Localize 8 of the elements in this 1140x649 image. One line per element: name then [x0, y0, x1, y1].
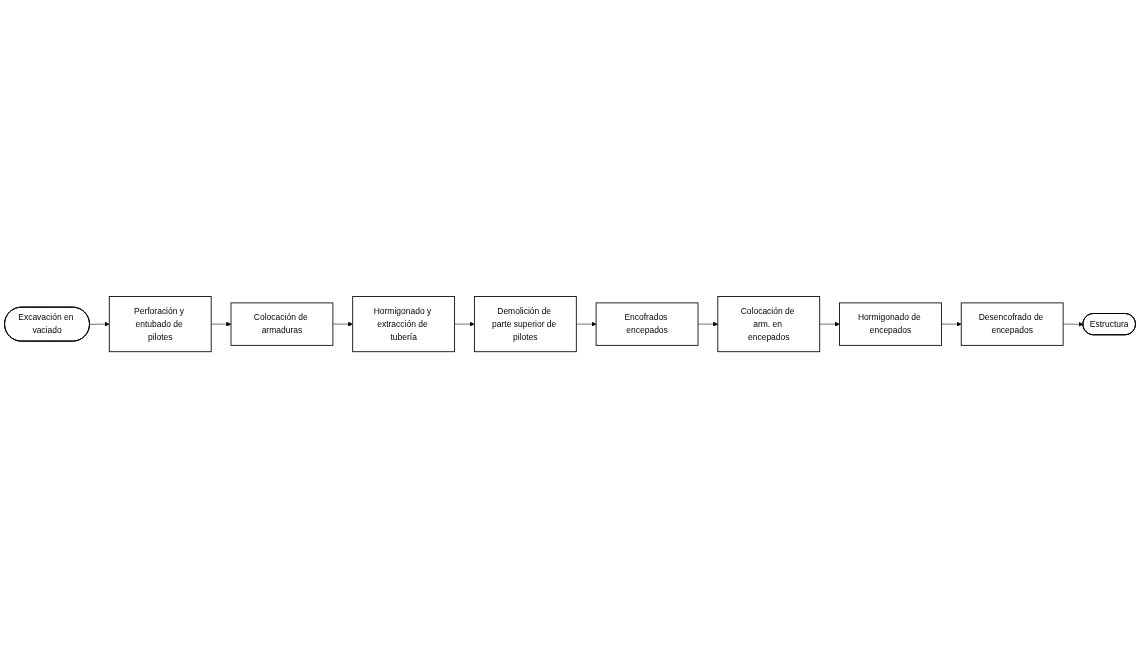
- node-box: Colocación de arm. en encepados: [717, 296, 821, 353]
- node-box: Hormigonado de encepados: [839, 302, 942, 347]
- node-box: Perforación y entubado de pilotes: [108, 296, 212, 353]
- node-box: Hormigonado y extracción de tubería: [352, 296, 455, 353]
- node-box: Demolición de parte superior de pilotes: [473, 296, 577, 353]
- node-box: Encofrados encepados: [595, 302, 699, 347]
- node-box: Desencofrado de encepados: [960, 302, 1064, 347]
- node-box: Colocación de armaduras: [230, 302, 334, 347]
